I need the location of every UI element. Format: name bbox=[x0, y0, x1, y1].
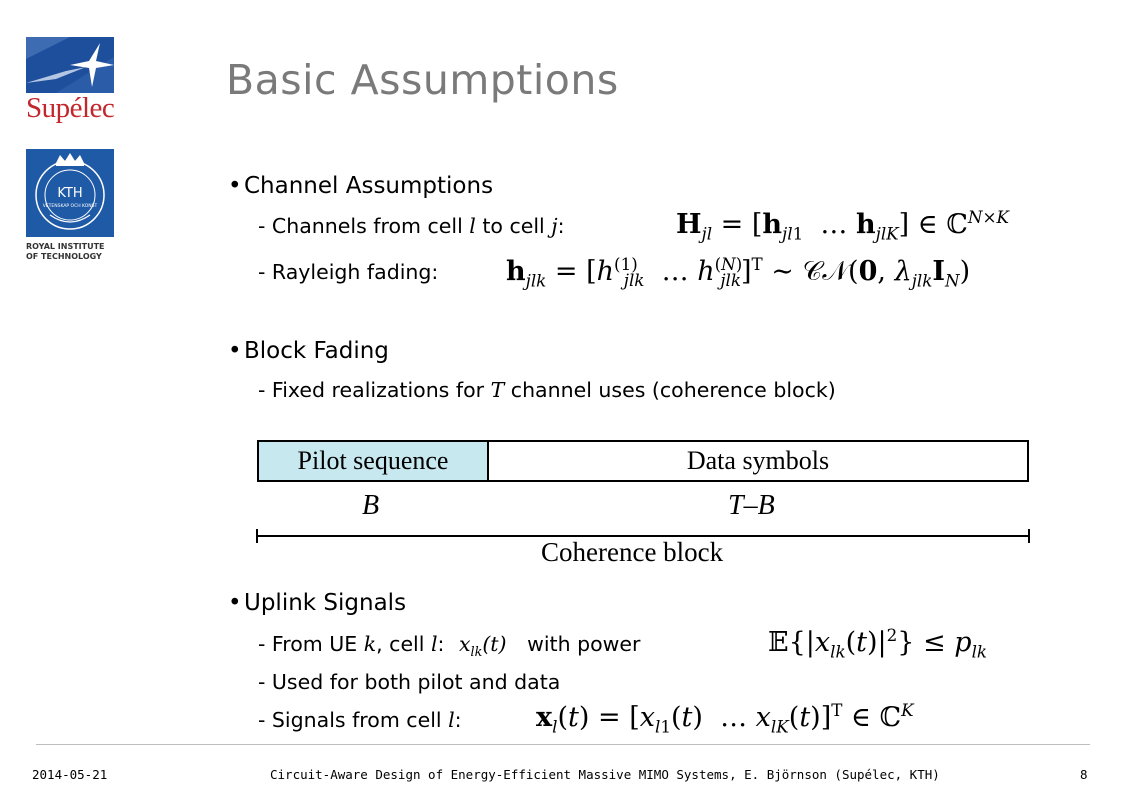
math-j: j bbox=[551, 214, 558, 238]
slide-title: Basic Assumptions bbox=[226, 56, 619, 104]
channel-matrix-equation: Hjl = [hjl1 … hjlK] ∈ ℂN×K bbox=[676, 207, 1010, 244]
bullet-dot: • bbox=[228, 338, 242, 364]
supelec-logo-mark bbox=[26, 37, 114, 93]
coherence-block-diagram: Pilot sequence Data symbols bbox=[257, 440, 1029, 484]
channel-line-2: - Rayleigh fading: bbox=[258, 260, 439, 284]
signal-vector-equation: xl(t) = [xl1(t) … xlK(t)]T ∈ ℂK bbox=[536, 700, 914, 737]
uplink-line-1: - From UE k, cell l: xlk(t) with power bbox=[258, 632, 640, 659]
text-span: with power bbox=[527, 632, 641, 656]
bullet-channel-assumptions: •Channel Assumptions bbox=[228, 173, 493, 199]
channel-line-1: - Channels from cell l to cell j: bbox=[258, 214, 565, 238]
kth-caption: ROYAL INSTITUTE OF TECHNOLOGY bbox=[26, 242, 105, 262]
kth-logo-text: KTH bbox=[57, 186, 82, 201]
text-span: to cell bbox=[475, 214, 552, 238]
text-span: channel uses (coherence block) bbox=[504, 378, 836, 402]
uplink-line-3: - Signals from cell l: bbox=[258, 708, 462, 732]
data-symbols-cell: Data symbols bbox=[487, 440, 1029, 482]
bullet-heading: Uplink Signals bbox=[244, 590, 407, 616]
bullet-block-fading: •Block Fading bbox=[228, 338, 389, 364]
signal-x-lk: xlk(t) bbox=[458, 632, 507, 660]
math-T: T bbox=[490, 378, 505, 402]
power-constraint-equation: 𝔼{|xlk(t)|2} ≤ plk bbox=[768, 625, 988, 662]
text-span: : bbox=[437, 632, 445, 656]
footer-page-number: 8 bbox=[1080, 767, 1088, 782]
kth-logo: KTH VETENSKAP OCH KONST bbox=[26, 149, 114, 237]
footer-citation: Circuit-Aware Design of Energy-Efficient… bbox=[270, 767, 940, 782]
pilot-sequence-cell: Pilot sequence bbox=[257, 440, 489, 482]
text-span: - Channels from cell bbox=[258, 214, 470, 238]
kth-caption-line2: OF TECHNOLOGY bbox=[26, 252, 102, 261]
text-span: : bbox=[454, 708, 462, 732]
kth-ring-text: VETENSKAP OCH KONST bbox=[43, 203, 98, 209]
footer-rule bbox=[36, 744, 1090, 745]
uplink-line-2: - Used for both pilot and data bbox=[258, 670, 561, 694]
bullet-uplink-signals: •Uplink Signals bbox=[228, 590, 406, 616]
math-k: k bbox=[363, 632, 377, 656]
bullet-dot: • bbox=[228, 590, 242, 616]
text-span: - Fixed realizations for bbox=[258, 378, 491, 402]
bullet-dot: • bbox=[228, 173, 242, 199]
bullet-heading: Block Fading bbox=[244, 338, 389, 364]
data-length-label: T–B bbox=[728, 490, 775, 521]
math-l: l bbox=[469, 214, 476, 238]
text-span: - From UE bbox=[258, 632, 364, 656]
kth-caption-line1: ROYAL INSTITUTE bbox=[26, 242, 105, 251]
coherence-span-arrow bbox=[256, 528, 1030, 544]
math-l: l bbox=[430, 632, 438, 656]
block-line-1: - Fixed realizations for T channel uses … bbox=[258, 378, 836, 402]
text-span: , cell bbox=[376, 632, 431, 656]
supelec-logo-text: Supélec bbox=[26, 92, 115, 124]
bullet-heading: Channel Assumptions bbox=[244, 173, 494, 199]
text-span: : bbox=[557, 214, 565, 238]
footer-date: 2014-05-21 bbox=[32, 767, 108, 782]
text-span: - Signals from cell bbox=[258, 708, 449, 732]
coherence-block-label: Coherence block bbox=[541, 537, 724, 567]
math-l: l bbox=[448, 708, 455, 732]
rayleigh-fading-equation: hjlk = [h(1)jlk … h(N)jlk]T ∼ 𝒞𝒩(0, λjlk… bbox=[506, 254, 971, 291]
pilot-length-label: B bbox=[362, 490, 380, 521]
